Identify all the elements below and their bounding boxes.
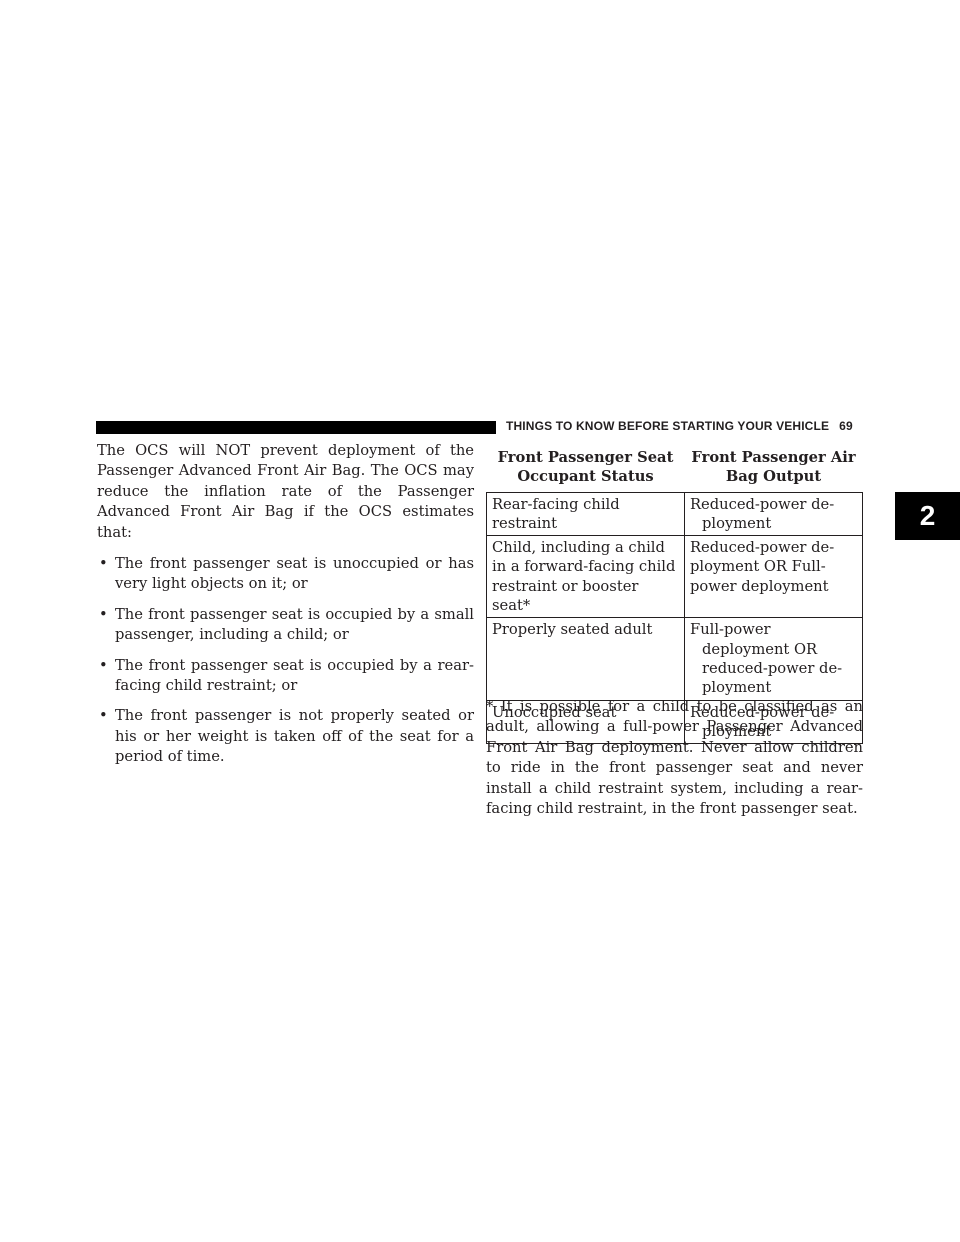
table-row: Child, including a child in a forward-fa… — [486, 535, 863, 619]
air-bag-output-text: Full-power deployment OR reduced-power d… — [690, 621, 843, 697]
air-bag-output-cell: Reduced-power de­ployment OR Full-power … — [684, 535, 863, 619]
list-item-text: The front passenger seat is unoccupied o… — [115, 555, 474, 593]
page-number: 69 — [839, 419, 853, 433]
table-header-row: Front Passenger Seat Oc­cupant Status Fr… — [486, 446, 863, 493]
list-item-text: The front passenger is not properly seat… — [115, 707, 474, 766]
table-row: Properly seated adult Full-power deploym… — [486, 617, 863, 701]
occupant-status-cell: Properly seated adult — [486, 617, 685, 701]
table-row: Unoccupied seat Reduced-power de­ploymen… — [486, 699, 863, 745]
column-header-occupant-status: Front Passenger Seat Oc­cupant Status — [486, 446, 685, 493]
left-column: The OCS will NOT prevent deployment of t… — [97, 441, 474, 768]
list-item-text: The front passenger seat is occupied by … — [115, 605, 474, 644]
footnote: * It is possible for a child to be class… — [486, 698, 863, 818]
air-bag-output-table: Front Passenger Seat Oc­cupant Status Fr… — [486, 446, 863, 745]
intro-paragraph: The OCS will NOT prevent deployment of t… — [97, 442, 474, 541]
air-bag-output-cell: Reduced-power de­ployment — [684, 699, 863, 745]
air-bag-output-cell: Full-power deployment OR reduced-power d… — [684, 617, 863, 701]
bullet-icon: • — [99, 707, 108, 725]
header-rule — [96, 421, 496, 434]
running-header: THINGS TO KNOW BEFORE STARTING YOUR VEHI… — [506, 419, 866, 433]
air-bag-output-text: Reduced-power de­ployment — [690, 495, 835, 532]
bullet-icon: • — [99, 605, 108, 623]
list-item-text: The front passenger seat is occupied by … — [115, 656, 474, 695]
bullet-icon: • — [99, 555, 108, 573]
occupant-status-cell: Rear-facing child restraint — [486, 491, 685, 537]
section-title: THINGS TO KNOW BEFORE STARTING YOUR VEHI… — [506, 419, 830, 433]
occupant-status-cell: Unoccupied seat — [486, 699, 685, 745]
occupant-status-cell: Child, including a child in a forward-fa… — [486, 535, 685, 619]
column-header-air-bag-output: Front Passenger Air Bag Output — [684, 446, 863, 493]
conditions-list: • The front passenger seat is unoccupied … — [97, 554, 474, 768]
air-bag-output-text: Reduced-power de­ployment — [690, 703, 835, 740]
list-item: • The front passenger seat is occupied by… — [97, 656, 474, 697]
bullet-icon: • — [99, 656, 108, 674]
list-item: • The front passenger seat is unoccupied … — [97, 554, 474, 595]
list-item: • The front passenger is not properly sea… — [97, 706, 474, 767]
air-bag-output-cell: Reduced-power de­ployment — [684, 491, 863, 537]
list-item: • The front passenger seat is occupied by… — [97, 605, 474, 646]
table-row: Rear-facing child restraint Reduced-powe… — [486, 491, 863, 537]
chapter-tab: 2 — [895, 492, 960, 540]
air-bag-output-text: Reduced-power de­ployment OR Full-power … — [690, 539, 835, 595]
